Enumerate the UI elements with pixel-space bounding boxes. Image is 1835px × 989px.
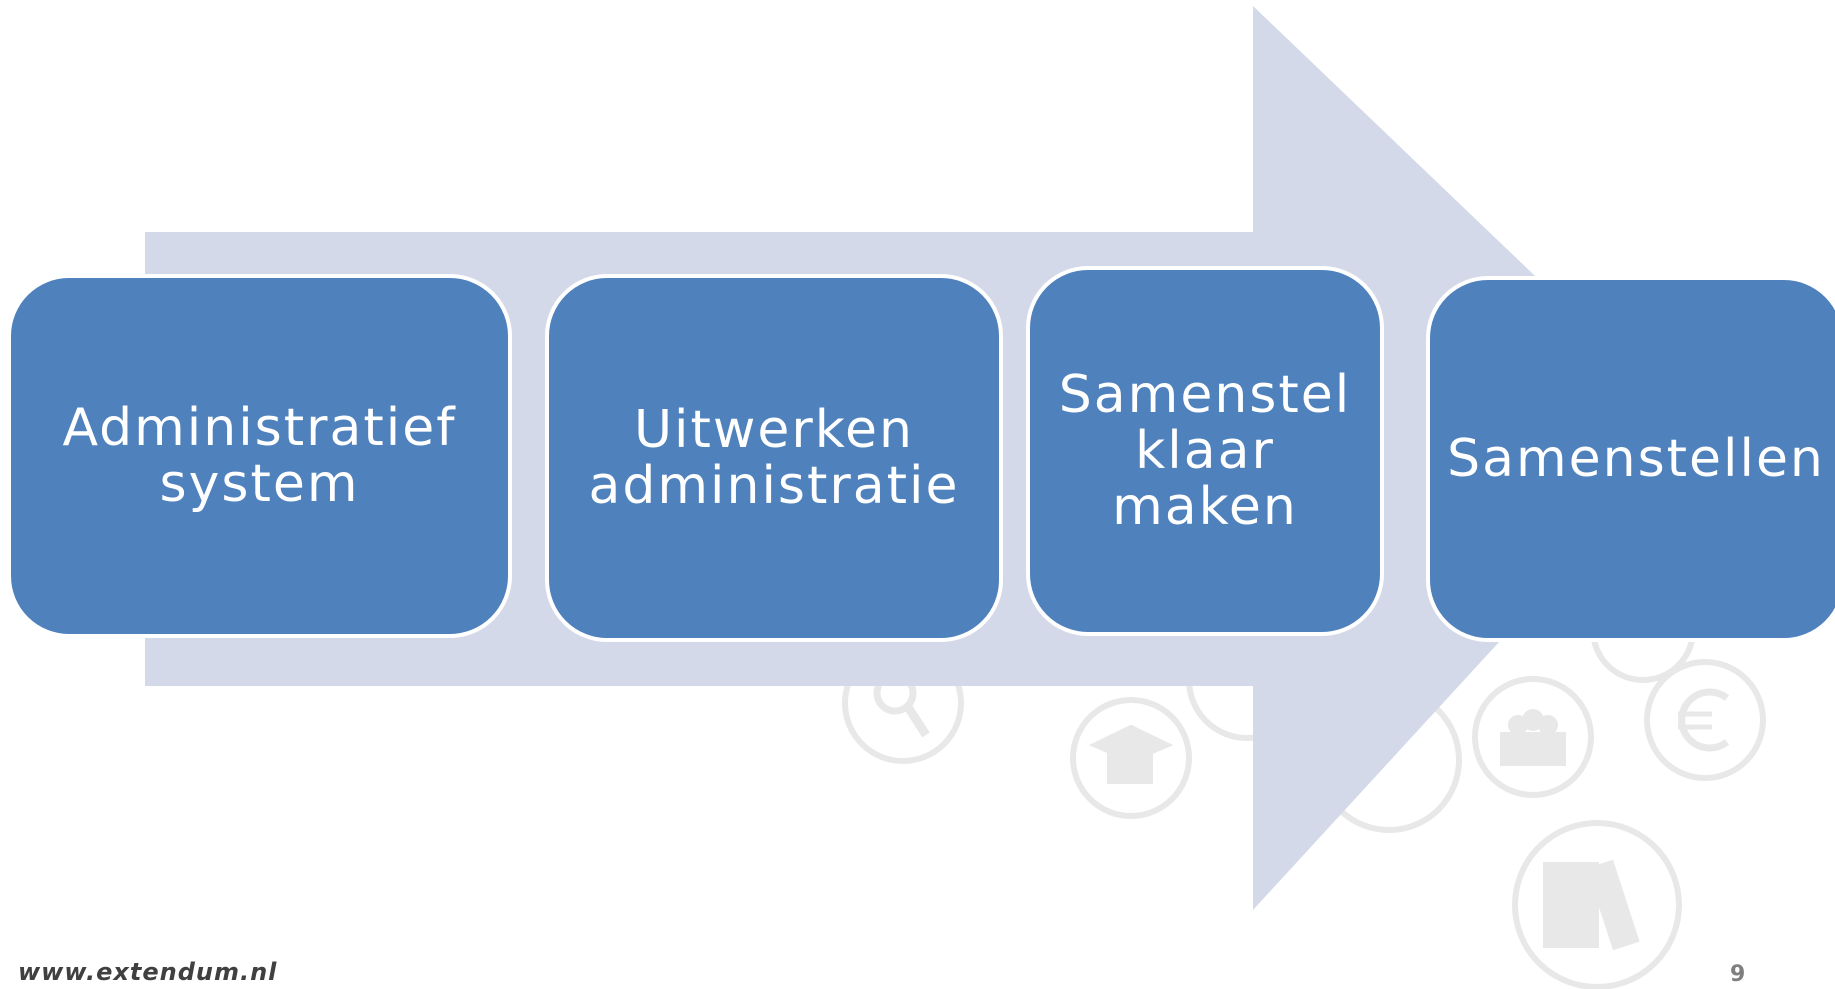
graduation-cap-icon bbox=[1070, 697, 1192, 819]
binders-icon bbox=[1512, 820, 1682, 989]
step-label-3: Samenstel klaar maken bbox=[1058, 365, 1352, 537]
step-label-1: Administratief system bbox=[62, 398, 457, 514]
step-box-4: Samenstellen bbox=[1426, 276, 1835, 642]
people-icon bbox=[1472, 676, 1594, 798]
step-box-3: Samenstel klaar maken bbox=[1026, 266, 1384, 636]
step-box-2: Uitwerken administratie bbox=[545, 274, 1003, 642]
step-label-2: Uitwerken administratie bbox=[588, 400, 960, 516]
footer-url[interactable]: www.extendum.nl bbox=[18, 958, 278, 986]
step-box-1: Administratief system bbox=[7, 274, 512, 638]
step-label-4: Samenstellen bbox=[1447, 429, 1825, 489]
euro-icon bbox=[1644, 659, 1766, 781]
page-number: 9 bbox=[1730, 962, 1746, 987]
